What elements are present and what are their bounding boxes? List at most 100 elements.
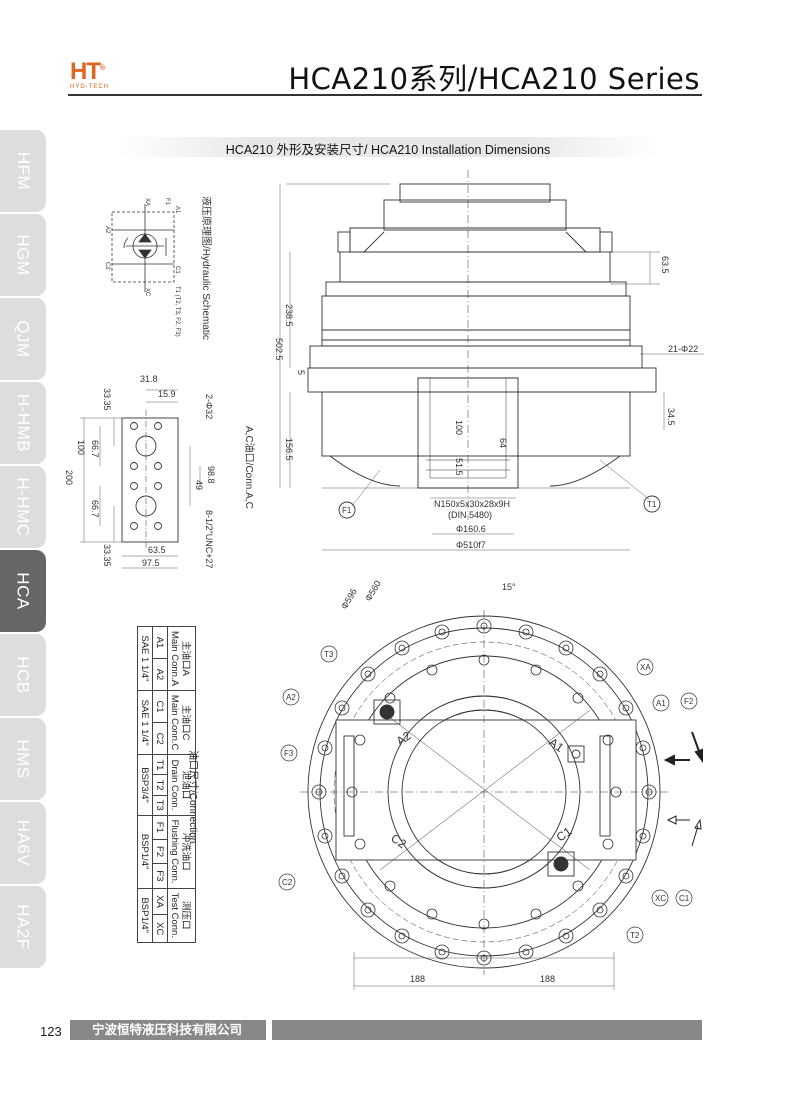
company-name: 宁波恒特液压科技有限公司 — [70, 1020, 266, 1040]
port-cell: T3 — [152, 795, 168, 816]
tab-hfm[interactable]: HFM — [0, 130, 46, 212]
port-a2-label: A2 — [104, 226, 110, 234]
side-view-drawing — [279, 170, 704, 551]
group-cn: 泄油口 — [180, 770, 191, 800]
tab-hca[interactable]: HCA — [0, 550, 46, 632]
dim-596: Φ596 — [339, 587, 359, 611]
callout-t2: T2 — [630, 931, 640, 940]
dim-98-8: 98.8 — [206, 466, 216, 484]
dim-31-8: 31.8 — [140, 374, 158, 384]
dim-64: 64 — [498, 438, 508, 448]
tab-hcb[interactable]: HCB — [0, 634, 46, 716]
port-drain-label: T1 (T2, T3, F2, F3) — [174, 286, 180, 337]
schematic-title: 液压原理图/Hydraulic Schematic — [200, 196, 213, 340]
group-cn: 主油口C — [180, 704, 191, 741]
logo-subtext: HYD-TECH — [70, 84, 109, 90]
group-en: Main Conn.C — [169, 694, 180, 751]
dim-66-7-top: 66.7 — [90, 440, 100, 458]
footer-bar — [272, 1020, 702, 1040]
callout-f2: F2 — [684, 697, 694, 706]
brand-logo: HT® HYD-TECH — [70, 58, 130, 91]
callout-c2-outer: C2 — [282, 878, 293, 887]
spline-standard: (DIN 5480) — [448, 510, 492, 520]
connection-title-wrap: 油口尺寸/Connection — [187, 750, 295, 843]
callout-f3: F3 — [284, 749, 294, 758]
dim-502-5: 502.5 — [274, 338, 284, 361]
port-cell: C2 — [152, 722, 168, 755]
dim-100: 100 — [76, 440, 86, 455]
title-rule — [68, 94, 702, 96]
dim-63-5-side: 63.5 — [660, 256, 670, 274]
dim-100-side: 100 — [454, 420, 464, 435]
port-cell: XA — [152, 888, 168, 915]
callout-a1-outer: A1 — [656, 699, 666, 708]
dim-188-left: 188 — [410, 974, 425, 984]
callout-t3: T3 — [324, 650, 334, 659]
spec-cell: BSP1/4" — [137, 815, 153, 889]
dim-156-5: 156.5 — [284, 438, 294, 461]
dim-33-35-bottom: 33.35 — [102, 544, 112, 567]
dim-66-7-bottom: 66.7 — [90, 500, 100, 518]
dim-188-right: 188 — [540, 974, 555, 984]
tab-qjm[interactable]: QJM — [0, 298, 46, 380]
callout-xc: XC — [655, 894, 666, 903]
page-number: 123 — [40, 1024, 62, 1039]
dim-15-9: 15.9 — [158, 389, 176, 399]
port-xa-label: XA — [144, 198, 150, 206]
group-en: Drain Conn. — [169, 759, 180, 811]
port-cell: F3 — [152, 863, 168, 889]
group-cn: 主油口A — [180, 641, 191, 676]
port-cell: T2 — [152, 774, 168, 796]
front-view-drawing — [300, 610, 668, 990]
dim-hole: 2-Φ32 — [204, 394, 214, 419]
dim-560: Φ560 — [363, 579, 383, 603]
port-t1-callout: T1 — [647, 500, 657, 509]
tab-hms[interactable]: HMS — [0, 718, 46, 800]
group-cn: 测压口 — [180, 901, 191, 930]
schematic-labels: A1 XA A2 C1 C2 XC F1 T1 (T2, T3, F2, F3) — [104, 198, 180, 337]
port-c1-label: C1 — [174, 266, 180, 274]
dim-160-6: Φ160.6 — [456, 524, 486, 534]
dim-21-holes: 21-Φ22 — [668, 344, 698, 354]
hydraulic-schematic — [111, 204, 175, 292]
port-face-caption: A,C油口/Conn.A,C — [243, 426, 256, 509]
tab-ha2f[interactable]: HA2F — [0, 886, 46, 968]
tab-hgm[interactable]: HGM — [0, 214, 46, 296]
logo-text: HT — [70, 58, 101, 85]
tab-ha6v[interactable]: HA6V — [0, 802, 46, 884]
dim-49: 49 — [194, 480, 204, 490]
group-en: Main Conn.A — [169, 631, 180, 686]
port-f1-label: F1 — [164, 198, 170, 206]
port-cell: A1 — [152, 626, 168, 659]
logo-registered: ® — [100, 65, 105, 72]
dim-63-5: 63.5 — [148, 545, 166, 555]
rotation-arrows — [663, 731, 703, 847]
callout-xa: XA — [640, 663, 651, 672]
port-cell: T1 — [152, 754, 168, 775]
tab-h-hmc[interactable]: H-HMC — [0, 466, 46, 548]
dim-51-5: 51.5 — [454, 458, 464, 476]
port-cell: XC — [152, 914, 168, 943]
dim-5: 5 — [296, 370, 306, 375]
dim-thread: 8-1/2"UNC+27 — [204, 510, 214, 568]
group-en: Test Conn. — [169, 892, 180, 938]
side-view-dims: 502.5 238.5 156.5 5 63.5 21-Φ22 34.5 100… — [274, 256, 698, 550]
dim-510: Φ510f7 — [456, 540, 486, 550]
front-view-callouts — [278, 645, 698, 944]
spec-cell: BSP1/4" — [137, 888, 153, 943]
dim-15-deg: 15° — [502, 582, 516, 592]
spec-cell: SAE 1 1/4" — [137, 626, 153, 691]
dim-238-5: 238.5 — [284, 304, 294, 327]
tab-h-hmb[interactable]: H-HMB — [0, 382, 46, 464]
port-c2-label: C2 — [104, 262, 110, 270]
dim-200: 200 — [64, 470, 74, 485]
dim-97-5: 97.5 — [142, 558, 160, 568]
